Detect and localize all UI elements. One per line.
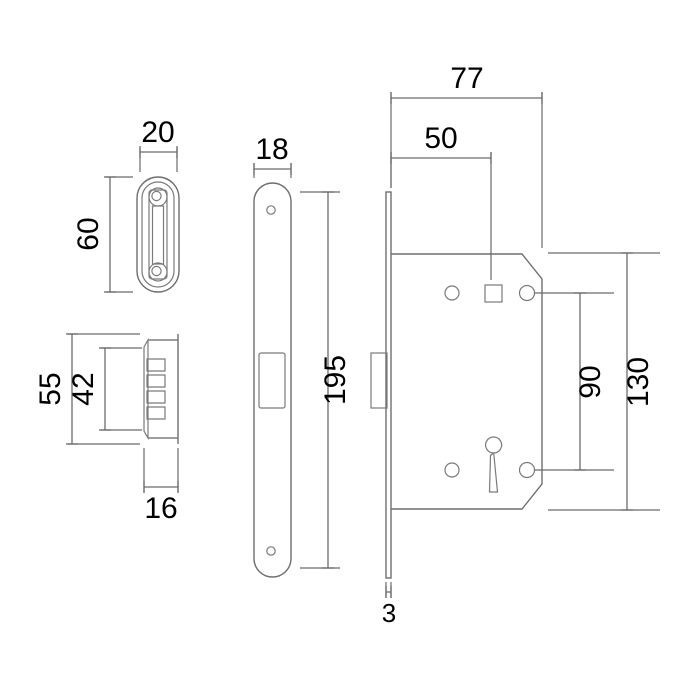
view-faceplate-front: 18 195 <box>253 133 352 578</box>
lock-case-upper-screw-hole <box>518 284 536 302</box>
keep-rib-slots <box>146 358 166 420</box>
dimension-label-faceplate-length: 195 <box>319 355 352 405</box>
dimension-label-fixing-centres: 90 <box>574 365 607 398</box>
strike-plate-inner-outline <box>141 181 175 288</box>
keep-rib-slot-2 <box>146 374 166 388</box>
dimension-keep-depth: 16 <box>143 448 179 525</box>
keep-rib-slot-1 <box>146 358 166 372</box>
keyhole-cutout <box>485 436 503 493</box>
dimension-strike-width: 20 <box>139 116 178 172</box>
lock-case-lower-screw-hole <box>518 461 536 479</box>
view-lock-body-plan: 77 50 90 <box>370 62 660 628</box>
strike-plate-bottom-boss <box>148 262 168 282</box>
view-keep-side-profile: 55 42 16 <box>34 333 179 525</box>
lock-case-lower-fixing-hole <box>444 462 460 478</box>
dimension-faceplate-thickness: 3 <box>382 582 396 628</box>
dimension-label-case-height: 130 <box>622 357 655 407</box>
strike-plate-top-boss <box>148 187 168 207</box>
dimension-faceplate-length: 195 <box>300 191 352 569</box>
strike-plate-bottom-screw-hole <box>151 265 162 277</box>
faceplate-latch-aperture <box>258 352 286 409</box>
faceplate-outline <box>253 182 292 578</box>
dimension-strike-height: 60 <box>72 176 133 293</box>
strike-plate-outline <box>136 176 180 293</box>
dimension-label-faceplate-thickness: 3 <box>382 598 396 628</box>
keep-left-edge <box>143 337 149 441</box>
dimension-keep-height: 55 <box>34 333 140 445</box>
faceplate-bottom-screw-hole <box>266 546 276 556</box>
spindle-square-hole <box>484 284 503 303</box>
dimension-label-keep-height: 55 <box>34 372 67 405</box>
dimension-case-depth: 77 <box>390 62 543 248</box>
keep-rib-slot-3 <box>146 390 166 404</box>
keep-body-block <box>148 339 179 439</box>
lock-case-upper-fixing-hole <box>444 285 460 301</box>
lock-case-outline <box>391 253 543 510</box>
dimension-case-height: 130 <box>548 252 660 511</box>
dimension-label-faceplate-width: 18 <box>255 133 288 166</box>
latch-bolt <box>370 352 388 409</box>
dimension-label-strike-height: 60 <box>72 217 105 250</box>
dimension-spindle-backset: 50 <box>390 122 492 280</box>
strike-plate-recess-inner <box>151 205 165 265</box>
dimension-fixing-centres: 90 <box>534 292 614 471</box>
dimension-label-spindle-backset: 50 <box>424 122 457 155</box>
keep-rib-slot-4 <box>146 406 166 420</box>
dimension-label-strike-width: 20 <box>141 116 174 149</box>
dimension-label-case-depth: 77 <box>450 62 483 95</box>
dimension-label-keep-inner-height: 42 <box>67 372 100 405</box>
dimension-faceplate-width: 18 <box>253 133 292 178</box>
strike-plate-top-screw-hole <box>151 190 162 202</box>
view-strike-plate-front: 20 60 <box>72 116 180 293</box>
faceplate-edge-profile <box>385 191 392 579</box>
dimension-keep-inner-height: 42 <box>67 347 142 431</box>
faceplate-top-screw-hole <box>266 205 276 215</box>
dimension-label-keep-depth: 16 <box>144 492 177 525</box>
strike-plate-recess <box>148 189 168 280</box>
